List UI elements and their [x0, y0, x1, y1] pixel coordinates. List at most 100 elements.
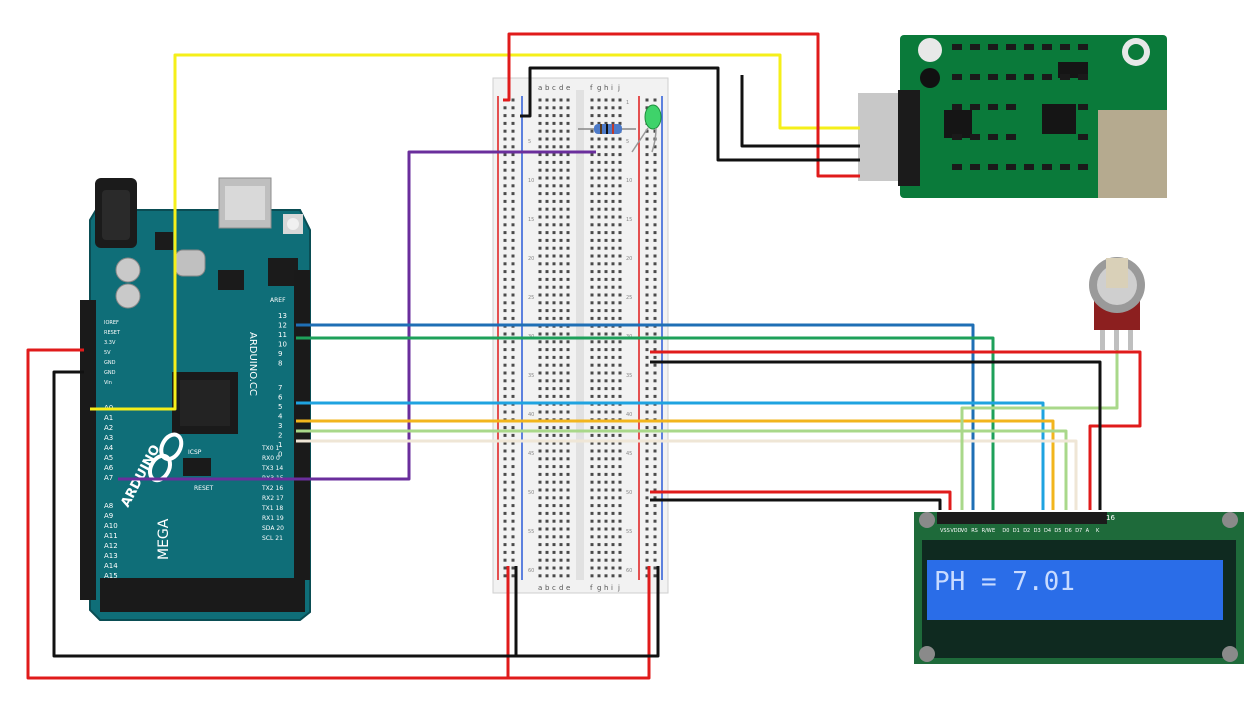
breadboard-hole [590, 519, 594, 523]
breadboard-hole [559, 441, 563, 445]
bottom-pin-header [100, 578, 305, 612]
breadboard-hole [545, 348, 549, 352]
breadboard-hole [503, 246, 507, 250]
breadboard-hole [597, 426, 601, 430]
breadboard-hole [611, 449, 615, 453]
breadboard-column-label: a [538, 84, 542, 92]
arduino-model: MEGA [156, 518, 172, 560]
breadboard-hole [618, 106, 622, 110]
breadboard-hole [511, 426, 515, 430]
breadboard-hole [653, 550, 657, 554]
breadboard-hole [597, 496, 601, 500]
breadboard-hole [503, 176, 507, 180]
breadboard-hole [503, 550, 507, 554]
smd-resistor [1078, 104, 1088, 110]
breadboard-hole [545, 410, 549, 414]
lcd-pin-label: VSS [940, 528, 950, 534]
breadboard-hole [559, 332, 563, 336]
breadboard-hole [597, 574, 601, 578]
smd-resistor [1042, 164, 1052, 170]
breadboard-hole [645, 387, 649, 391]
breadboard-hole [611, 316, 615, 320]
breadboard-hole [618, 114, 622, 118]
breadboard-hole [604, 535, 608, 539]
breadboard-hole [604, 340, 608, 344]
analog-pin-label: A14 [104, 562, 118, 570]
smd-resistor [1024, 74, 1034, 80]
breadboard-hole [566, 160, 570, 164]
breadboard-hole [618, 223, 622, 227]
breadboard-hole [552, 215, 556, 219]
breadboard-hole [590, 535, 594, 539]
breadboard-hole [503, 262, 507, 266]
breadboard-hole [653, 332, 657, 336]
breadboard-hole [597, 215, 601, 219]
breadboard-hole [511, 160, 515, 164]
breadboard-hole [604, 192, 608, 196]
digital-pin-label: 5 [278, 403, 282, 411]
lcd-pin-label: D2 [1023, 528, 1030, 534]
breadboard-hole [653, 496, 657, 500]
breadboard-hole [538, 550, 542, 554]
breadboard-hole [611, 223, 615, 227]
breadboard-hole [597, 145, 601, 149]
breadboard-hole [538, 472, 542, 476]
breadboard-hole [618, 426, 622, 430]
smd-resistor [988, 134, 998, 140]
breadboard-hole [645, 535, 649, 539]
breadboard-hole [590, 449, 594, 453]
breadboard-hole [552, 277, 556, 281]
breadboard-hole [604, 106, 608, 110]
breadboard-hole [511, 176, 515, 180]
breadboard-hole [590, 511, 594, 515]
breadboard-hole [538, 449, 542, 453]
breadboard-hole [538, 270, 542, 274]
breadboard-hole [590, 379, 594, 383]
breadboard-hole [552, 511, 556, 515]
breadboard-hole [611, 246, 615, 250]
breadboard-hole [559, 574, 563, 578]
breadboard-hole [545, 511, 549, 515]
lcd-display-text: PH = 7.01 [934, 567, 1075, 597]
breadboard-hole [653, 316, 657, 320]
breadboard-hole [545, 199, 549, 203]
breadboard-row-number: 45 [528, 451, 534, 457]
breadboard-hole [545, 223, 549, 227]
breadboard-hole [618, 566, 622, 570]
breadboard-row-number: 10 [528, 178, 534, 184]
digital-pin-label: 9 [278, 350, 282, 358]
breadboard-hole [552, 543, 556, 547]
breadboard-hole [590, 207, 594, 211]
breadboard-column-label: h [604, 584, 608, 592]
breadboard-hole [545, 535, 549, 539]
analog-pin-label: A8 [104, 502, 113, 510]
breadboard-hole [645, 137, 649, 141]
breadboard-hole [503, 277, 507, 281]
breadboard-hole [538, 114, 542, 118]
breadboard-hole [653, 465, 657, 469]
breadboard-hole [511, 550, 515, 554]
breadboard-hole [653, 277, 657, 281]
breadboard-hole [552, 145, 556, 149]
breadboard-hole [545, 465, 549, 469]
breadboard-hole [645, 379, 649, 383]
breadboard-hole [590, 192, 594, 196]
breadboard-hole [604, 496, 608, 500]
breadboard-hole [552, 238, 556, 242]
wire-black-sensor [520, 66, 860, 162]
breadboard-hole [545, 379, 549, 383]
lcd-pin-label: VDD [950, 528, 961, 534]
breadboard-hole [645, 316, 649, 320]
lcd-pin-number: 16 [1106, 514, 1115, 522]
breadboard-hole [590, 316, 594, 320]
breadboard-hole [604, 574, 608, 578]
breadboard-hole [538, 511, 542, 515]
breadboard-hole [618, 293, 622, 297]
breadboard-hole [511, 496, 515, 500]
breadboard-hole [618, 332, 622, 336]
breadboard-hole [618, 340, 622, 344]
breadboard-hole [552, 371, 556, 375]
breadboard-hole [590, 558, 594, 562]
wire-cream [296, 439, 1078, 510]
